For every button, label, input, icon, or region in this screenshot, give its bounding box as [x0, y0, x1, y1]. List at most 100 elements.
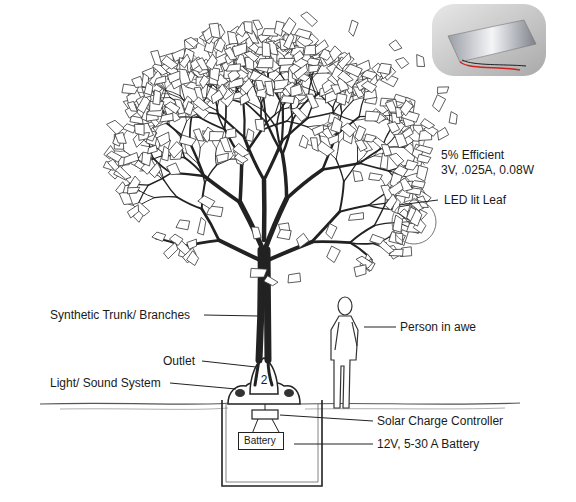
branch: [262, 180, 267, 240]
leaf: [301, 12, 318, 27]
branch: [266, 122, 282, 154]
leaf: [246, 129, 254, 142]
leaf: [355, 140, 367, 152]
node-text: Battery: [244, 435, 278, 447]
leaf: [160, 113, 173, 122]
branch: [336, 143, 339, 160]
leaf: [262, 42, 270, 57]
leaf: [209, 23, 220, 38]
housing-inner: [226, 404, 318, 482]
leaf: [257, 58, 273, 68]
branches: [112, 27, 425, 385]
leaf: [217, 153, 229, 163]
leaf: [200, 75, 210, 88]
branch: [255, 360, 259, 385]
leaf-photo: [432, 4, 546, 76]
foil-cell: [448, 20, 536, 62]
leaf: [382, 145, 392, 157]
leaf: [304, 45, 316, 55]
branch: [264, 111, 277, 128]
leader-lines: [170, 200, 438, 444]
leaf: [309, 65, 320, 73]
leaf: [328, 135, 339, 146]
leaf: [149, 163, 161, 178]
leaf: [187, 251, 199, 266]
branch: [259, 250, 261, 360]
leaf: [251, 227, 261, 239]
leaf: [277, 230, 291, 240]
leaf: [127, 205, 138, 218]
branch: [369, 193, 386, 205]
leaf: [233, 143, 250, 156]
branch: [243, 103, 244, 137]
branch: [282, 106, 283, 141]
leaf: [115, 132, 126, 143]
leaf: [433, 95, 446, 112]
leaf: [294, 51, 305, 63]
leaf: [279, 58, 295, 65]
branch: [225, 104, 227, 129]
leaf: [153, 90, 161, 105]
branch: [139, 185, 149, 203]
branch: [195, 74, 211, 87]
leaf: [135, 124, 145, 135]
branch: [277, 109, 281, 129]
leaf: [349, 20, 358, 36]
leaf: [288, 273, 301, 283]
branch: [155, 197, 177, 198]
leaf: [167, 163, 181, 175]
leaf: [316, 141, 334, 156]
leaf: [157, 132, 170, 146]
part-label: LED lit Leaf: [444, 193, 506, 207]
leaf: [312, 125, 324, 136]
person-figure: [331, 297, 358, 408]
leaf: [291, 84, 303, 96]
leaf: [127, 101, 137, 111]
leaf: [299, 135, 308, 148]
branch: [181, 122, 187, 137]
leaf: [417, 165, 428, 181]
leaf: [180, 54, 190, 68]
branch: [141, 145, 153, 146]
leaf: [389, 232, 406, 245]
leaf: [353, 171, 363, 182]
leaf: [154, 76, 166, 85]
leaf: [179, 135, 196, 146]
leaf: [415, 145, 432, 154]
leaf: [310, 138, 318, 152]
leaf: [187, 239, 197, 249]
leaf: [168, 71, 180, 83]
part-label: Person in awe: [400, 320, 476, 334]
leaf: [282, 18, 296, 36]
branch: [350, 243, 373, 244]
speaker: [235, 389, 245, 397]
part-label: 12V, 5-30 A Battery: [377, 437, 479, 451]
leaf: [417, 55, 425, 67]
leaf: [148, 145, 158, 154]
leaf: [326, 224, 337, 239]
leaf: [389, 40, 402, 51]
branch: [187, 153, 198, 163]
branch: [169, 125, 180, 137]
leaf: [365, 111, 380, 121]
branch: [205, 165, 217, 183]
leaf: [184, 101, 194, 115]
branch: [264, 242, 312, 262]
branch: [312, 242, 350, 243]
leaf: [198, 217, 206, 235]
leaf: [115, 166, 131, 179]
branch: [219, 240, 264, 262]
leaf: [255, 119, 264, 131]
branch: [268, 360, 272, 385]
branch: [164, 180, 177, 197]
leaf: [162, 146, 170, 161]
branch: [240, 203, 264, 253]
leaf: [280, 96, 294, 104]
branch: [275, 108, 289, 115]
spec-label: 3V, .025A, 0.08W: [441, 163, 534, 177]
branch: [358, 152, 368, 162]
leaf: [185, 37, 199, 47]
leaf: [370, 234, 385, 244]
leaf: [340, 123, 356, 137]
